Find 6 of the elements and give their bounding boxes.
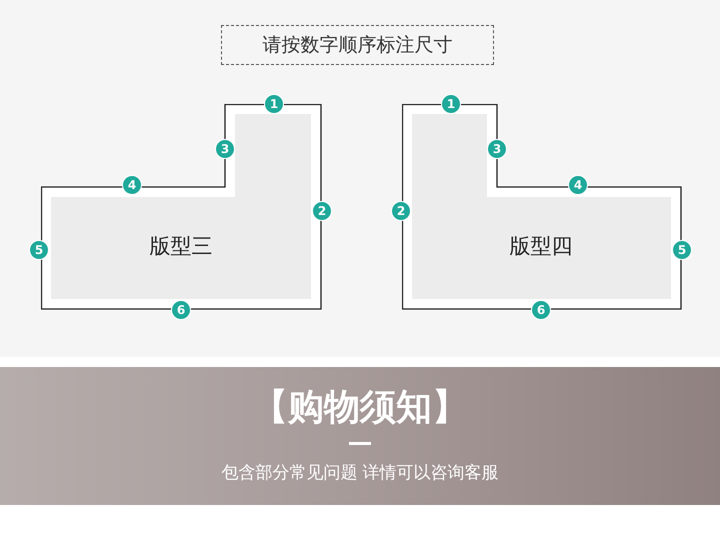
banner	[0, 367, 720, 505]
shape-label: 版型四	[508, 233, 574, 260]
shape-label: 版型三	[148, 233, 214, 260]
banner-heading: 【购物须知】	[251, 386, 469, 430]
banner-subtitle: 包含部分常见问题 详情可以咨询客服	[220, 462, 500, 485]
title-box: 请按数字顺序标注尺寸	[221, 25, 494, 65]
